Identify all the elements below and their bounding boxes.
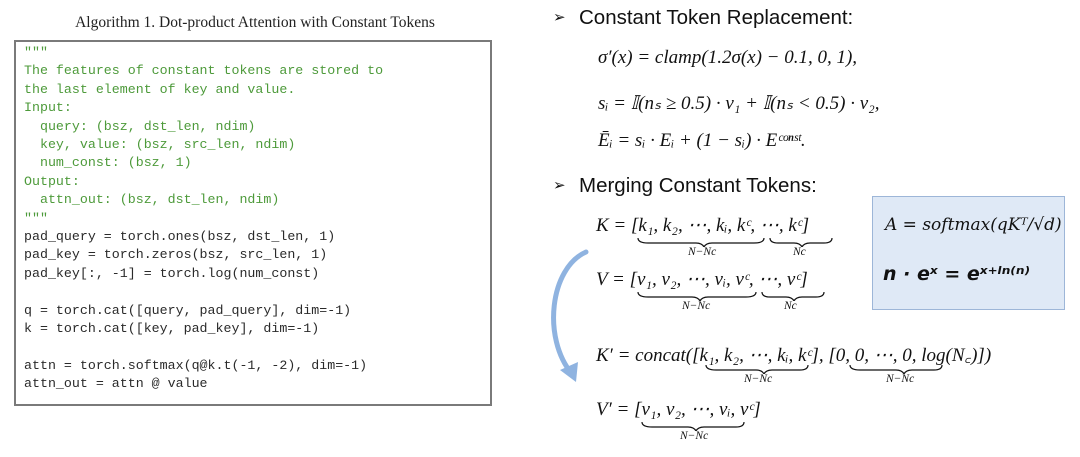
- code-line: pad_key = torch.zeros(bsz, src_len, 1): [24, 247, 328, 263]
- brace-label: N−Nc: [886, 373, 915, 385]
- underbrace-icon: [637, 291, 825, 301]
- bullet-arrow-icon: ➢: [553, 9, 566, 26]
- formula-box: A = softmax(qKᵀ/√d) n · eˣ = eˣ⁺ˡⁿ⁽ⁿ⁾: [872, 196, 1065, 310]
- code-comment-line: Input:: [24, 100, 72, 116]
- replacement-heading: ➢ Constant Token Replacement:: [553, 6, 853, 30]
- underbrace-icon: [637, 237, 833, 247]
- code-comment-line: num_const: (bsz, 1): [24, 155, 192, 171]
- brace-label: Nc: [793, 246, 806, 258]
- code-block: """ The features of constant tokens are …: [24, 44, 383, 394]
- code-line: attn = torch.softmax(q@k.t(-1, -2), dim=…: [24, 357, 368, 373]
- code-line: k = torch.cat([key, pad_key], dim=-1): [24, 321, 320, 337]
- log-exp-identity: n · eˣ = eˣ⁺ˡⁿ⁽ⁿ⁾: [883, 263, 1031, 285]
- code-comment-line: """: [24, 45, 48, 60]
- brace-label: Nc: [784, 300, 797, 312]
- equation-s-i: sᵢ = 𝕀(nₛ ≥ 0.5) · v₁ + 𝕀(nₛ < 0.5) · v₂…: [598, 93, 880, 114]
- code-comment-line: the last element of key and value.: [24, 81, 296, 97]
- merging-heading: ➢ Merging Constant Tokens:: [553, 174, 817, 198]
- underbrace-icon: [641, 421, 745, 431]
- code-comment-line: attn_out: (bsz, dst_len, ndim): [24, 192, 280, 208]
- softmax-formula: A = softmax(qKᵀ/√d): [885, 215, 1062, 235]
- merging-heading-text: Merging Constant Tokens:: [579, 174, 817, 197]
- code-comment-line: """: [24, 210, 48, 226]
- brace-label: N−Nc: [680, 430, 709, 442]
- brace-label: N−Nc: [682, 300, 711, 312]
- code-comment-line: key, value: (bsz, src_len, ndim): [24, 137, 296, 153]
- underbrace-icon: [705, 364, 943, 374]
- code-listing: """ The features of constant tokens are …: [14, 40, 492, 406]
- code-line: attn_out = attn @ value: [24, 376, 208, 392]
- equation-k: K = [k₁, k₂, ⋯, kᵢ, kᶜ, ⋯, kᶜ] N−Nc Nc: [596, 214, 833, 258]
- code-line: pad_key[:, -1] = torch.log(num_const): [24, 265, 320, 281]
- equation-v-prime-text: V′ = [v₁, v₂, ⋯, vᵢ, vᶜ]: [596, 399, 761, 420]
- equation-v-prime: V′ = [v₁, v₂, ⋯, vᵢ, vᶜ] N−Nc: [596, 398, 761, 442]
- equation-sigma-prime: σ′(x) = clamp(1.2σ(x) − 0.1, 0, 1),: [598, 47, 858, 68]
- equation-k-prime-text: K′ = concat([k₁, k₂, ⋯, kᵢ, kᶜ], [0, 0, …: [596, 345, 992, 366]
- code-line: pad_query = torch.ones(bsz, dst_len, 1): [24, 229, 336, 245]
- brace-label: N−Nc: [744, 373, 773, 385]
- equation-v: V = [v₁, v₂, ⋯, vᵢ, vᶜ, ⋯, vᶜ] N−Nc Nc: [596, 268, 825, 312]
- bullet-arrow-icon: ➢: [553, 177, 566, 194]
- brace-label: N−Nc: [688, 246, 717, 258]
- equation-e-bar: Ēᵢ = sᵢ · Eᵢ + (1 − sᵢ) · Eᶜᵒⁿˢᵗ.: [598, 130, 806, 151]
- code-comment-line: The features of constant tokens are stor…: [24, 63, 384, 79]
- code-line: q = torch.cat([query, pad_query], dim=-1…: [24, 302, 352, 318]
- equation-v-text: V = [v₁, v₂, ⋯, vᵢ, vᶜ, ⋯, vᶜ]: [596, 269, 808, 290]
- code-comment-line: Output:: [24, 173, 80, 189]
- curved-arrow-icon: [551, 249, 589, 382]
- algorithm-title: Algorithm 1. Dot-product Attention with …: [75, 14, 435, 31]
- equation-k-text: K = [k₁, k₂, ⋯, kᵢ, kᶜ, ⋯, kᶜ]: [596, 215, 810, 236]
- equation-k-prime: K′ = concat([k₁, k₂, ⋯, kᵢ, kᶜ], [0, 0, …: [596, 341, 992, 385]
- replacement-heading-text: Constant Token Replacement:: [579, 6, 854, 29]
- code-comment-line: query: (bsz, dst_len, ndim): [24, 118, 256, 134]
